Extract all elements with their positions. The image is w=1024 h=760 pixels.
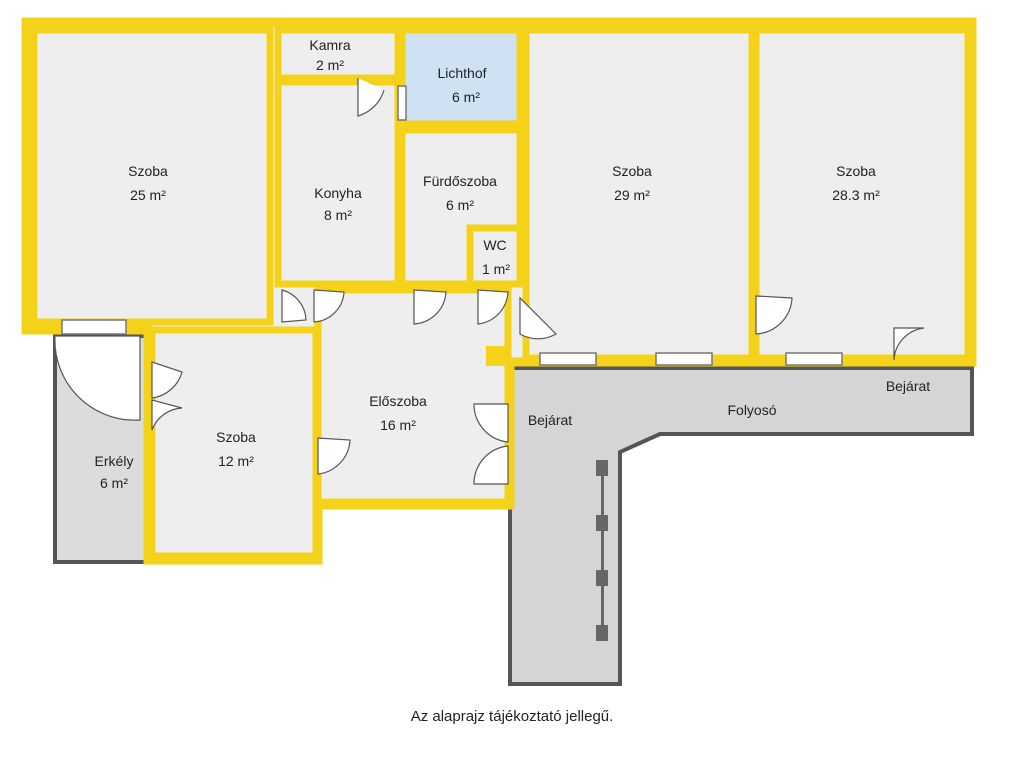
room-szoba-d	[148, 326, 320, 560]
area-kamra: 2 m²	[316, 57, 344, 73]
area-szoba-a: 25 m²	[130, 187, 166, 203]
wall-stub	[486, 346, 508, 366]
room-konyha	[274, 78, 402, 288]
area-wc: 1 m²	[482, 261, 510, 277]
area-konyha: 8 m²	[324, 207, 352, 223]
label-erkely: Erkély	[95, 453, 134, 469]
corridor-marks	[596, 460, 608, 641]
label-lichthof: Lichthof	[437, 65, 486, 81]
room-szoba-b	[522, 26, 756, 362]
windows	[61, 85, 843, 366]
corridor-shape	[508, 366, 974, 686]
label-kamra: Kamra	[309, 37, 350, 53]
area-szoba-b: 29 m²	[614, 187, 650, 203]
label-wc: WC	[483, 237, 506, 253]
label-bejarat-right: Bejárat	[886, 378, 930, 394]
area-szoba-c: 28.3 m²	[832, 187, 880, 203]
area-szoba-d: 12 m²	[218, 453, 254, 469]
area-furdo: 6 m²	[446, 197, 474, 213]
area-erkely: 6 m²	[100, 475, 128, 491]
room-eloszoba	[314, 286, 512, 506]
label-folyoso: Folyosó	[727, 402, 776, 418]
area-lichthof: 6 m²	[452, 89, 480, 105]
label-szoba-a: Szoba	[128, 163, 168, 179]
label-konyha: Konyha	[314, 185, 362, 201]
room-wc	[466, 224, 524, 288]
room-szoba-a	[30, 26, 274, 326]
room-kamra	[274, 26, 402, 82]
label-bejarat-left: Bejárat	[528, 412, 572, 428]
label-szoba-b: Szoba	[612, 163, 652, 179]
label-szoba-d: Szoba	[216, 429, 256, 445]
doors	[54, 78, 925, 485]
room-lichthof	[398, 26, 524, 128]
area-eloszoba: 16 m²	[380, 417, 416, 433]
plan-caption: Az alaprajz tájékoztató jellegű.	[410, 708, 614, 725]
label-furdo: Fürdőszoba	[423, 173, 497, 189]
label-eloszoba: Előszoba	[369, 393, 427, 409]
label-szoba-c: Szoba	[836, 163, 876, 179]
